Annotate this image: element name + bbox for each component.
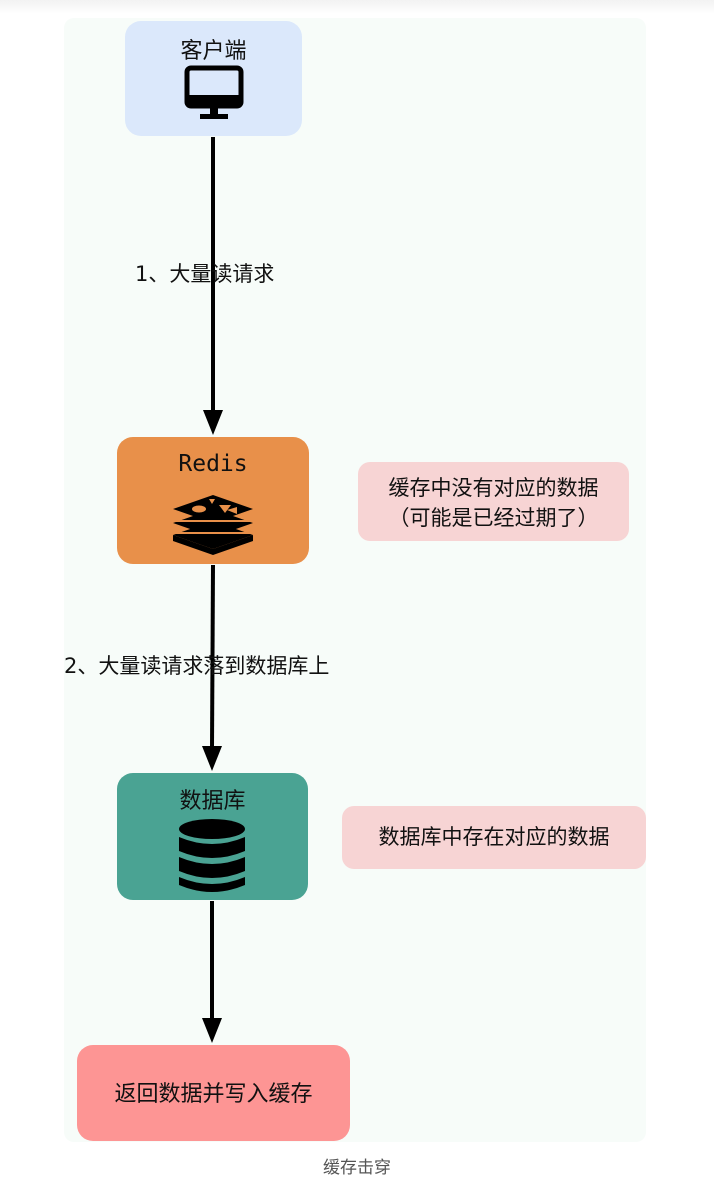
database-node: 数据库 — [117, 773, 308, 900]
result-node-label: 返回数据并写入缓存 — [114, 1082, 313, 1107]
database-icon — [179, 819, 245, 892]
client-node: 客户端 — [125, 21, 302, 136]
arrow-db-to-result-head — [202, 1018, 222, 1043]
edge-label-step1: 1、大量读请求 — [135, 262, 275, 286]
arrow-client-to-redis-head — [203, 410, 223, 435]
redis-node: Redis — [117, 437, 309, 564]
top-bar — [0, 0, 714, 14]
edge-label-step2: 2、大量读请求落到数据库上 — [64, 654, 330, 678]
client-node-label: 客户端 — [180, 39, 247, 64]
database-node-label: 数据库 — [179, 789, 246, 814]
database-note: 数据库中存在对应的数据 — [342, 806, 646, 869]
arrow-redis-to-db-head — [202, 746, 222, 771]
figure-caption: 缓存击穿 — [323, 1158, 391, 1178]
diagram-canvas — [64, 18, 646, 1142]
redis-note-line1: 缓存中没有对应的数据 — [388, 476, 599, 500]
redis-node-label: Redis — [178, 451, 248, 477]
redis-note: 缓存中没有对应的数据 （可能是已经过期了） — [358, 462, 629, 541]
redis-note-line2: （可能是已经过期了） — [388, 506, 599, 530]
arrow-redis-to-db-line — [210, 564, 215, 749]
result-node: 返回数据并写入缓存 — [77, 1045, 350, 1141]
redis-logo-icon — [173, 495, 253, 555]
monitor-icon — [184, 65, 244, 119]
